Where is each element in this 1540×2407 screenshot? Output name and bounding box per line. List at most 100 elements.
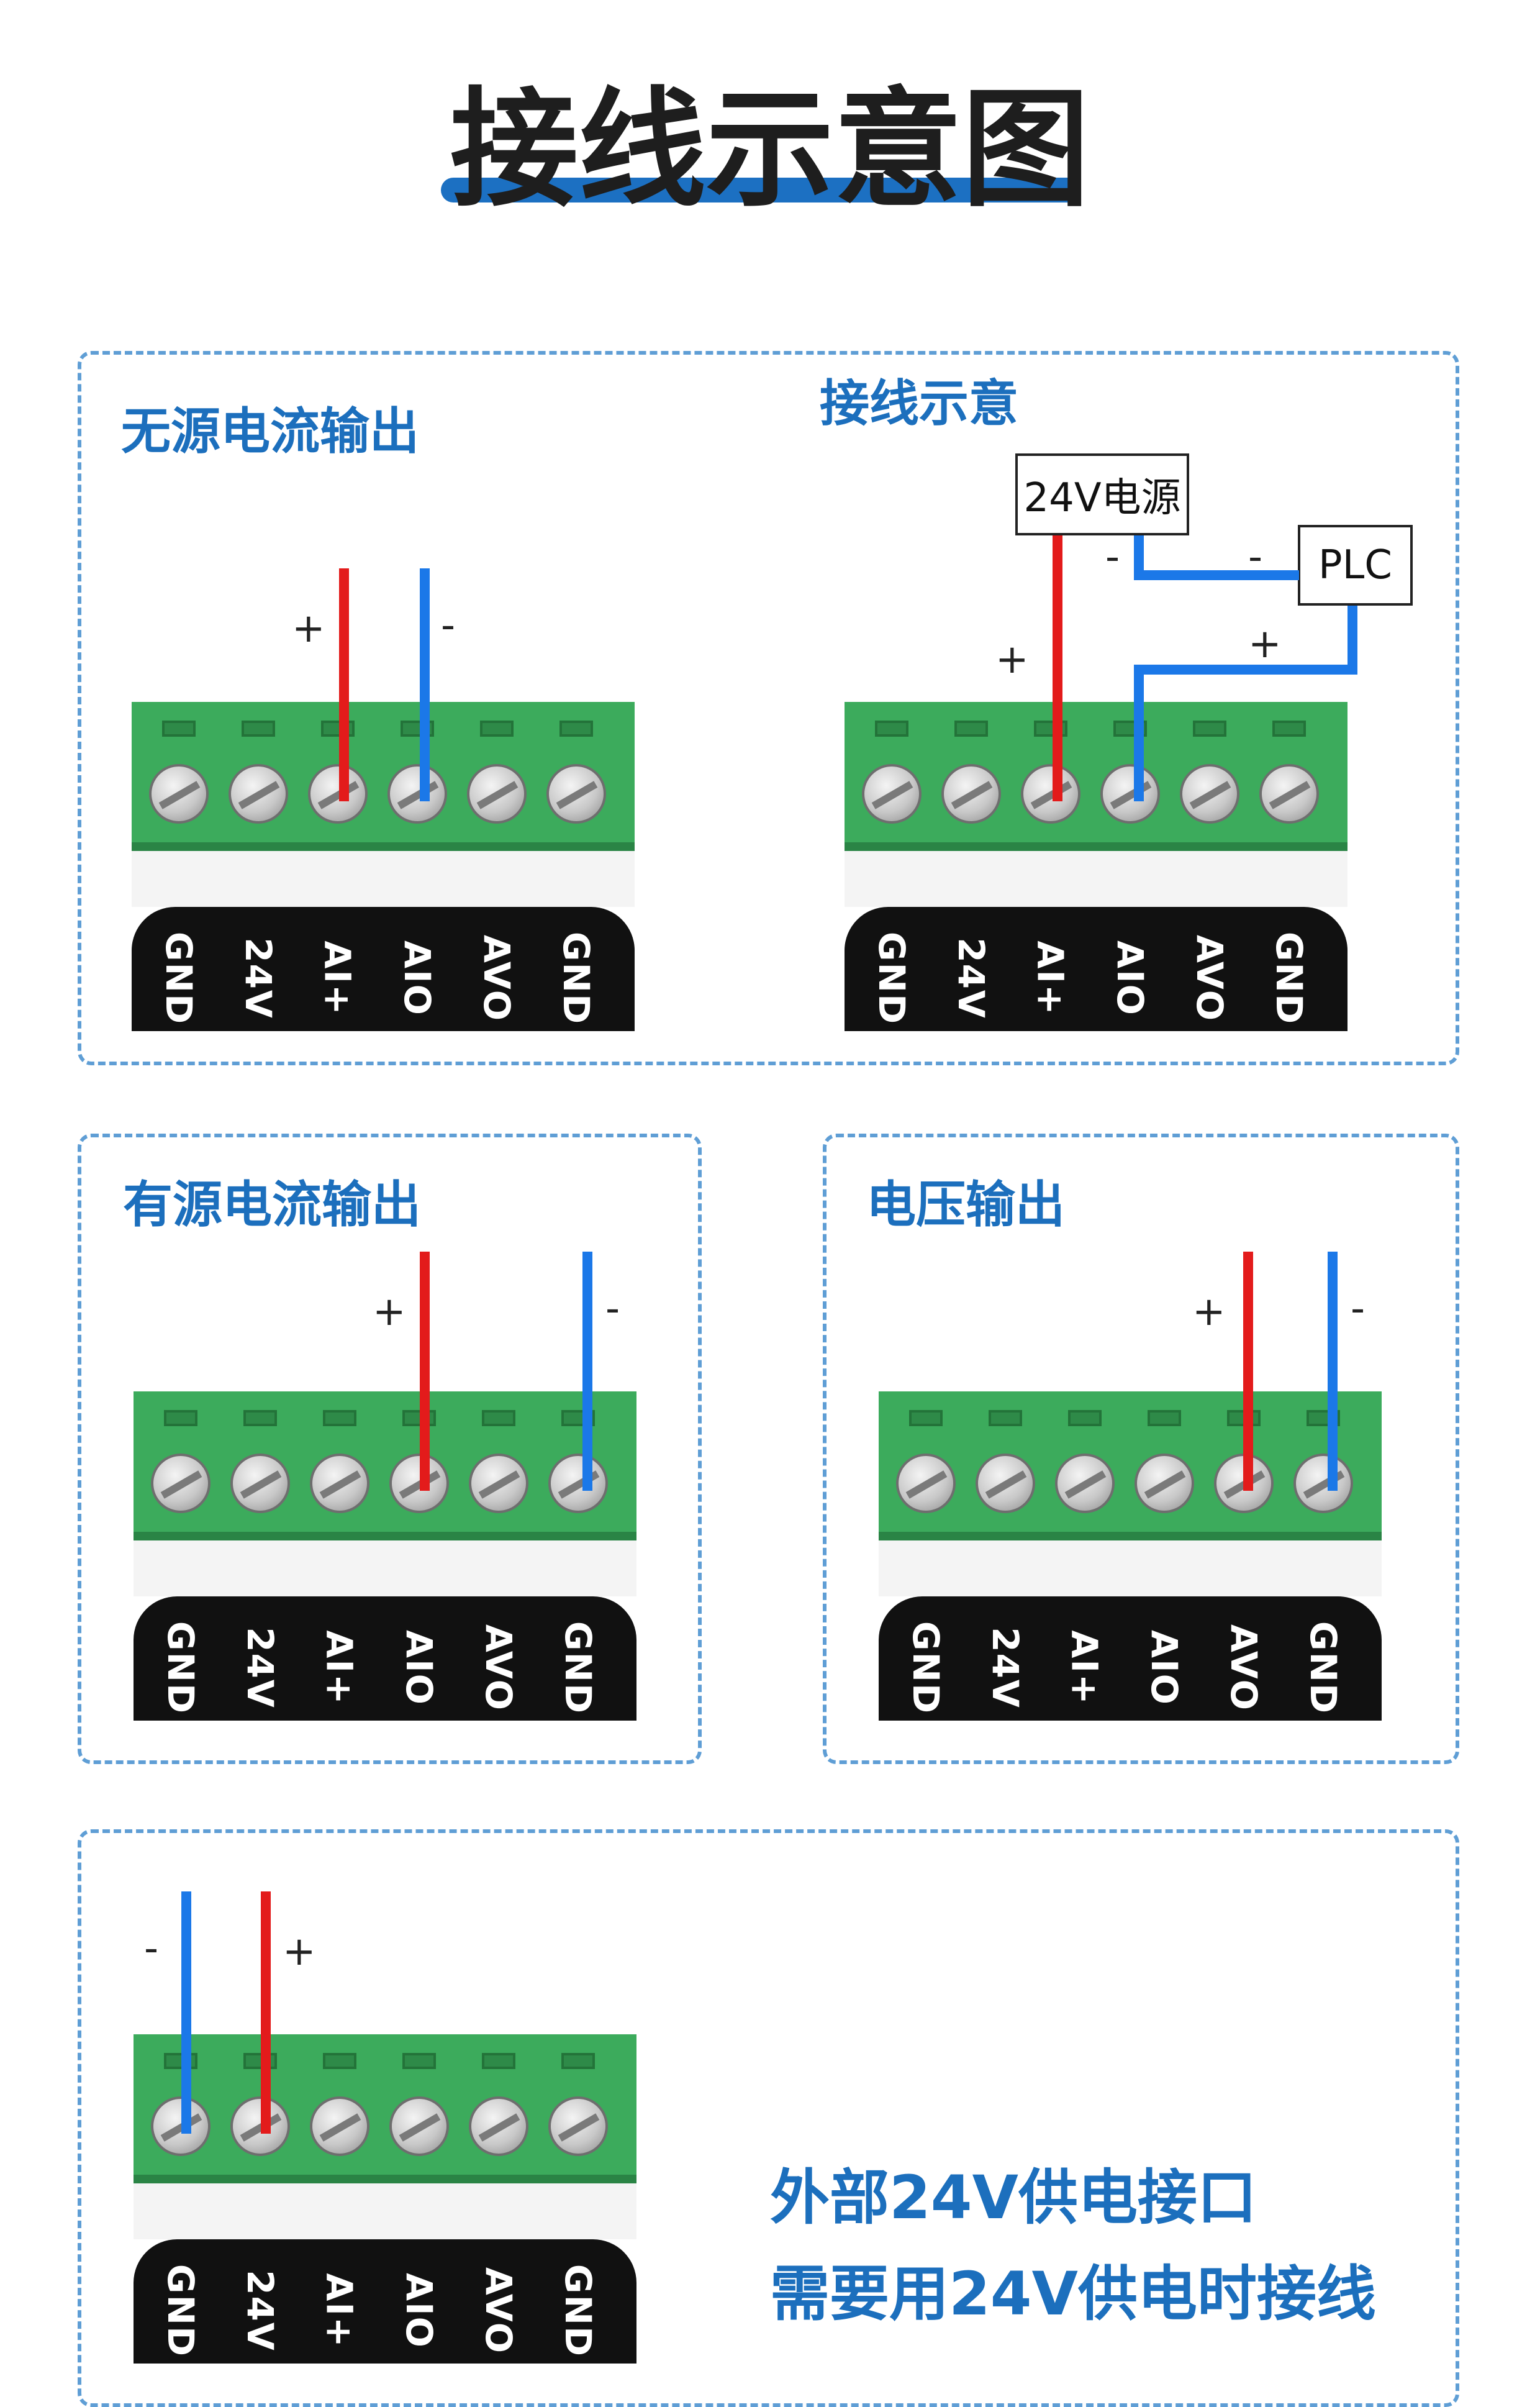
label-passive-current: 无源电流输出 <box>121 403 419 460</box>
terminal-pin-label: AI+ <box>1064 1630 1107 1706</box>
terminal-housing <box>845 702 1348 851</box>
panel-voltage-output <box>823 1134 1459 1764</box>
label-active-current: 有源电流输出 <box>123 1176 421 1234</box>
terminal-slot <box>482 2053 515 2069</box>
wire-positive-external <box>261 1891 271 2134</box>
sign-plus-power: + <box>995 637 1029 683</box>
terminal-pin-label: AVO <box>478 1624 520 1712</box>
sign-plus-active: + <box>373 1289 406 1335</box>
terminal-slot <box>1307 1410 1340 1426</box>
terminal-screw <box>548 1454 608 1513</box>
terminal-screw <box>151 2096 211 2156</box>
sign-minus-power: - <box>1105 534 1120 580</box>
terminal-pin-label: AVO <box>1223 1624 1265 1712</box>
terminal-slot <box>989 1410 1022 1426</box>
sign-minus-active: - <box>605 1286 620 1332</box>
sign-minus-passive: - <box>441 603 456 648</box>
terminal-screw <box>976 1454 1035 1513</box>
terminal-slot <box>1272 721 1306 737</box>
terminal-screw <box>149 764 209 824</box>
terminal-slot <box>1068 1410 1102 1426</box>
panel-passive-current <box>78 351 1459 1065</box>
terminal-pin-label: GND <box>557 2264 600 2358</box>
terminal-pin-label: AVO <box>478 2267 520 2355</box>
sign-plus-voltage: + <box>1192 1289 1226 1335</box>
terminal-label-plate <box>879 1596 1382 1721</box>
wire-negative-active <box>582 1252 592 1491</box>
terminal-slot <box>875 721 908 737</box>
terminal-pin-label: GND <box>1302 1621 1345 1715</box>
terminal-pin-label: AIO <box>1143 1630 1185 1706</box>
label-wiring-illustration: 接线示意 <box>820 375 1018 432</box>
terminal-pin-label: GND <box>1268 931 1311 1026</box>
terminal-screw <box>469 2096 528 2156</box>
label-voltage-output: 电压输出 <box>866 1176 1065 1234</box>
terminal-pin-label: AIO <box>396 940 438 1016</box>
terminal-pin-label: GND <box>871 931 913 1026</box>
terminal-pin-label: GND <box>905 1621 948 1715</box>
sign-plus-plc: + <box>1248 621 1282 667</box>
terminal-slot <box>1193 721 1226 737</box>
terminal-pin-label: AI+ <box>1030 940 1072 1016</box>
terminal-screw <box>467 764 527 824</box>
terminal-screw <box>229 764 288 824</box>
terminal-housing <box>134 2034 636 2183</box>
title-underline <box>441 178 1080 202</box>
terminal-body <box>879 1540 1382 1596</box>
terminal-pin-label: AVO <box>476 934 518 1022</box>
sign-plus-passive: + <box>292 606 325 652</box>
terminal-slot <box>559 721 593 737</box>
note-external-24v-line1: 外部24V供电接口 <box>770 2163 1257 2232</box>
terminal-pin-label: 24V <box>237 937 280 1019</box>
terminal-slot <box>909 1410 943 1426</box>
terminal-housing <box>132 702 635 851</box>
terminal-screw <box>1021 764 1080 824</box>
wire-negative-external <box>181 1891 191 2134</box>
terminal-slot <box>323 1410 356 1426</box>
terminal-screw <box>548 2096 608 2156</box>
terminal-housing <box>134 1391 636 1540</box>
terminal-slot <box>321 721 355 737</box>
terminal-housing <box>879 1391 1382 1540</box>
terminal-slot <box>482 1410 515 1426</box>
terminal-screw <box>151 1454 211 1513</box>
terminal-pin-label: GND <box>557 1621 600 1715</box>
wire-positive-power <box>1053 535 1062 801</box>
terminal-slot <box>164 1410 197 1426</box>
terminal-slot <box>164 2053 197 2069</box>
terminal-screw <box>308 764 368 824</box>
terminal-pin-label: 24V <box>239 2270 282 2352</box>
terminal-screw <box>546 764 606 824</box>
terminal-body <box>134 1540 636 1596</box>
terminal-screw <box>310 2096 369 2156</box>
terminal-pin-label: 24V <box>984 1627 1027 1709</box>
terminal-body <box>132 851 635 907</box>
terminal-pin-label: AIO <box>398 1630 440 1706</box>
terminal-slot <box>480 721 514 737</box>
note-external-24v-line2: 需要用24V供电时接线 <box>770 2259 1376 2329</box>
terminal-body <box>134 2183 636 2239</box>
terminal-slot <box>561 2053 595 2069</box>
terminal-slot <box>162 721 196 737</box>
terminal-pin-label: AVO <box>1189 934 1231 1022</box>
wire-negative-voltage <box>1328 1252 1338 1491</box>
terminal-screw <box>1135 1454 1194 1513</box>
terminal-pin-label: 24V <box>950 937 993 1019</box>
terminal-screw <box>1293 1454 1353 1513</box>
terminal-screw <box>230 2096 290 2156</box>
wire-plc-positive-across <box>1134 665 1357 675</box>
terminal-screw <box>469 1454 528 1513</box>
terminal-body <box>845 851 1348 907</box>
terminal-screw <box>1055 1454 1115 1513</box>
power-supply-box: 24V电源 <box>1015 453 1189 535</box>
terminal-slot <box>402 1410 436 1426</box>
terminal-pin-label: GND <box>160 1621 202 1715</box>
terminal-screw <box>389 1454 449 1513</box>
terminal-pin-label: AIO <box>398 2273 440 2349</box>
terminal-screw <box>941 764 1001 824</box>
terminal-slot <box>243 1410 277 1426</box>
wire-plc-positive-to-aio <box>1134 665 1144 801</box>
terminal-pin-label: GND <box>555 931 598 1026</box>
